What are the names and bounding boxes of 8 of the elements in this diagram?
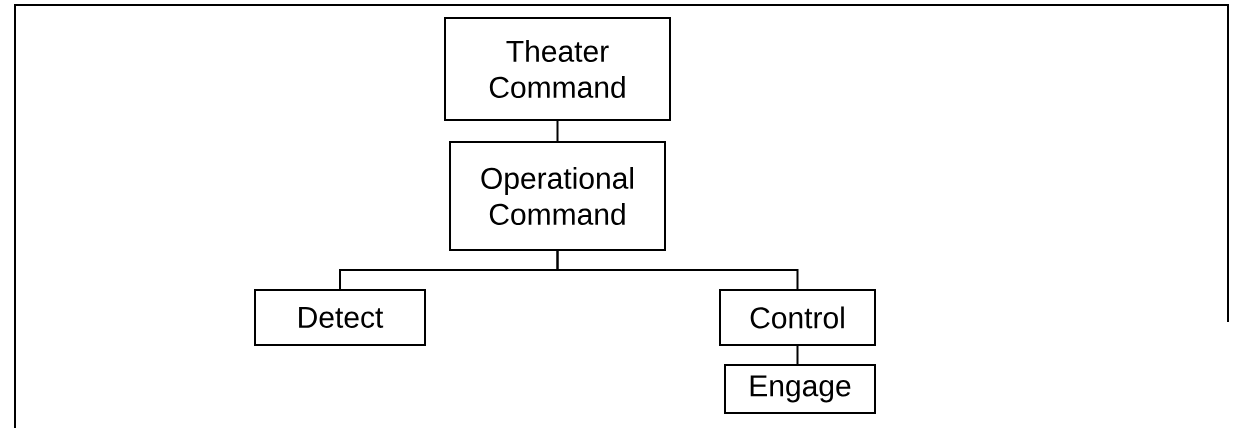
connector-line [556, 250, 799, 290]
connector-line [556, 120, 559, 142]
org-box: Engage [724, 364, 876, 414]
org-box: Detect [254, 289, 426, 346]
org-box: Operational Command [449, 141, 666, 251]
connector-line [796, 345, 799, 365]
org-box: Theater Command [444, 17, 671, 121]
org-box: Control [719, 289, 876, 346]
